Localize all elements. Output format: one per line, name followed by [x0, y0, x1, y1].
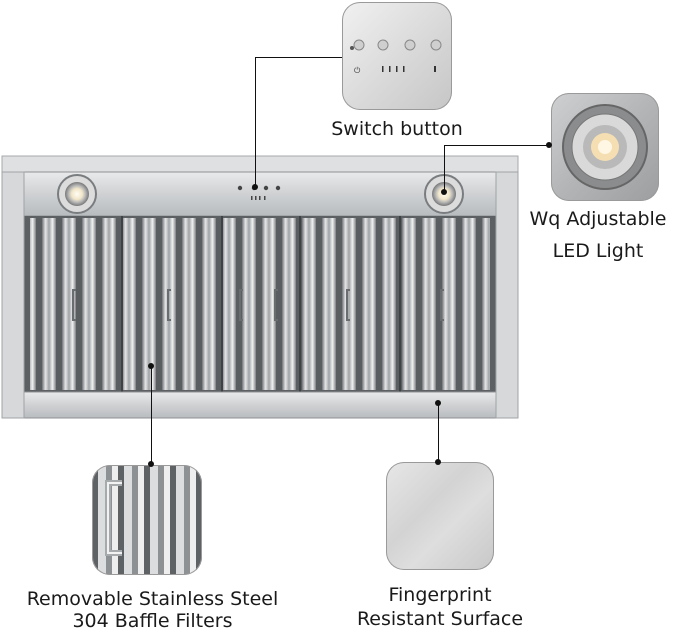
led-callout-dot-lamp: [441, 189, 447, 195]
filter-handle-icon: [105, 480, 122, 556]
led-light-label-line2: LED Light: [552, 240, 644, 262]
filters-callout-vertical: [151, 366, 152, 464]
steel-surface-closeup: [386, 462, 494, 570]
switch-panel-closeup: ⏻: [342, 2, 452, 110]
surface-callout-dot-hood: [435, 400, 441, 406]
led-callout-horizontal: [444, 145, 551, 146]
switch-callout-dot: [252, 184, 258, 190]
switch-button-label: Switch button: [331, 118, 463, 140]
svg-text:⏻: ⏻: [354, 66, 361, 75]
led-callout-vertical: [444, 145, 445, 193]
surface-callout-vertical: [438, 403, 439, 462]
filters-label-line1: Removable Stainless Steel: [26, 588, 279, 610]
baffle-filter-closeup: [92, 465, 202, 575]
surface-callout-dot-tile: [435, 459, 441, 465]
filters-label-line2: 304 Baffle Filters: [72, 610, 233, 632]
filters-callout-dot-tile: [148, 461, 154, 467]
surface-label-line1: Fingerprint: [388, 584, 492, 606]
led-light-closeup: [551, 93, 659, 201]
filters-callout-dot-hood: [148, 363, 154, 369]
switch-panel-icons: ⏻: [350, 39, 442, 75]
led-bulb-icon: [562, 104, 648, 190]
range-hood-insert-image: [1, 155, 519, 419]
led-light-label-line1: Wq Adjustable: [529, 208, 667, 230]
switch-callout-horizontal: [255, 57, 342, 58]
switch-callout-vertical: [255, 57, 256, 187]
surface-label-line2: Resistant Surface: [356, 608, 524, 630]
led-callout-dot-tile: [546, 142, 552, 148]
